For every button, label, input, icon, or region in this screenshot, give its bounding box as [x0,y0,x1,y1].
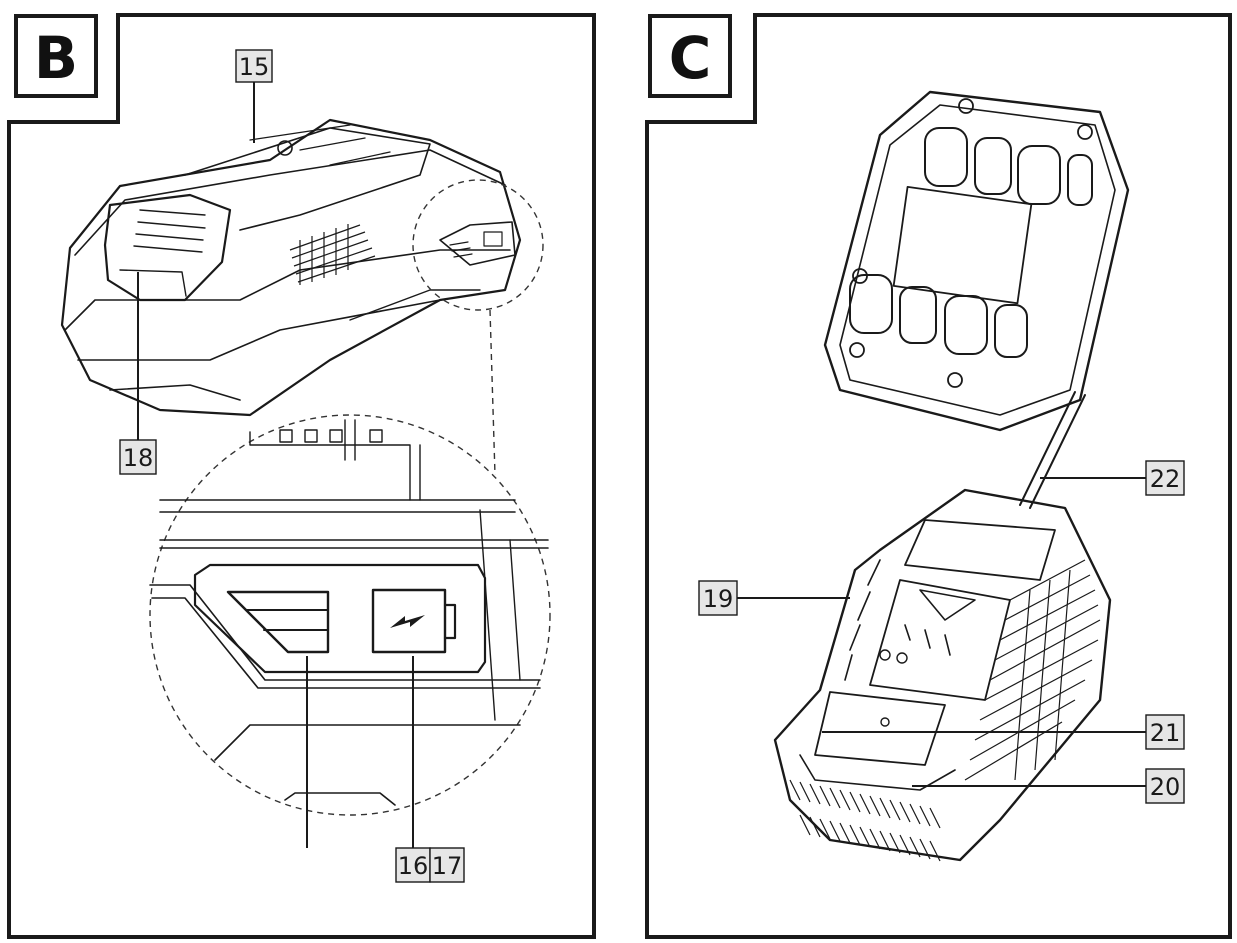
charge-icon [371,588,457,654]
callout-17: 17 [429,847,465,883]
charger-side-fins [964,559,1101,781]
charger-drawing [773,488,1112,862]
svg-text:22: 22 [1150,465,1181,493]
panel-c: C [645,13,1232,939]
svg-text:16: 16 [398,852,429,880]
zoomed-panel-detail [149,419,549,806]
callout-21: 21 [1145,714,1185,750]
callout-16: 16 [395,847,431,883]
callout-18: 18 [119,439,157,475]
svg-text:19: 19 [703,585,734,613]
svg-text:21: 21 [1150,719,1181,747]
detail-zoom-circle [149,414,551,816]
panel-b: B [7,13,596,939]
contact-row-top [924,127,1093,206]
contact-row-bottom [849,274,1028,358]
power-cable [1019,391,1086,509]
vent-grille [289,224,376,285]
panel-c-letter: C [669,24,712,92]
panel-c-letter-box [648,14,732,98]
callout-22: 22 [1145,460,1185,496]
svg-text:17: 17 [432,852,463,880]
battery-pack-drawing [60,118,522,417]
callout-20: 20 [1145,768,1185,804]
battery-underside-drawing [823,90,1130,432]
svg-text:15: 15 [239,53,270,81]
detail-connector-line [489,309,496,476]
charger-front-grille [789,779,941,862]
panel-b-frame [7,13,596,939]
detail-source-circle [412,179,544,311]
callout-15: 15 [235,49,273,83]
svg-text:20: 20 [1150,773,1181,801]
battery-level-icon [226,590,330,654]
panel-b-letter: B [34,24,78,92]
panel-c-frame [645,13,1232,939]
callout-19: 19 [698,580,738,616]
svg-text:18: 18 [123,444,154,472]
panel-b-letter-box [14,14,98,98]
